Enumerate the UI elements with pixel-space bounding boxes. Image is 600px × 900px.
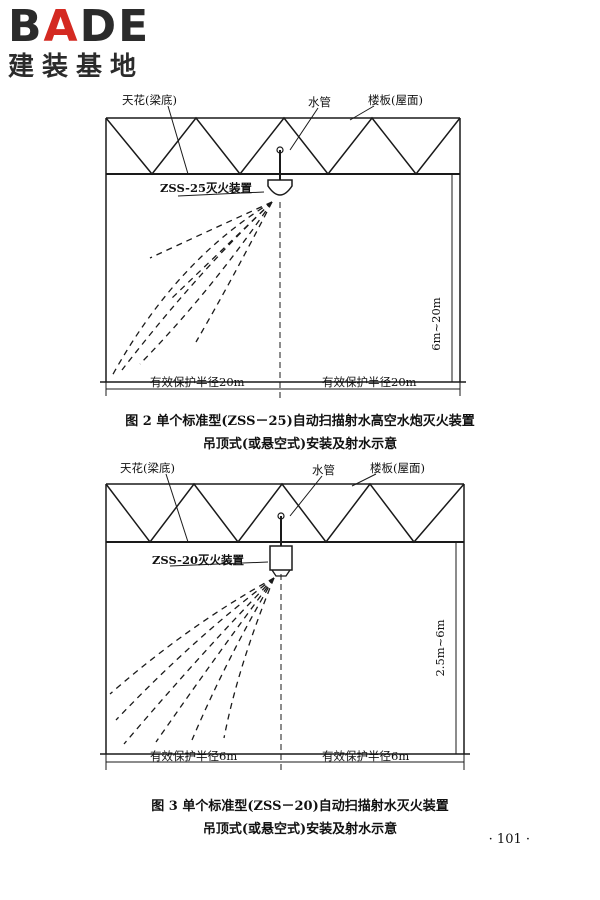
label-ceiling: 天花(梁底) xyxy=(120,461,175,475)
truss-web xyxy=(105,116,461,176)
figure-3-caption-line2: 吊顶式(或悬空式)安装及射水示意 xyxy=(202,822,398,837)
label-pipe: 水管 xyxy=(308,95,331,109)
label-floor-slab: 楼板(屋面) xyxy=(368,93,423,107)
figure-2-caption-line2: 吊顶式(或悬空式)安装及射水示意 xyxy=(202,437,398,452)
figure-2-caption-line1: 图 2 单个标准型(ZSS－25)自动扫描射水高空水炮灭火装置 xyxy=(125,414,475,429)
spray-jets xyxy=(109,577,275,745)
label-radius-right: 有效保护半径20m xyxy=(322,375,417,389)
figure-2-diagram: 天花(梁底) 水管 楼板(屋面) ZSS-25灭火装置 有效保护半径20m 有效… xyxy=(100,93,466,398)
page-number: · 101 · xyxy=(488,832,530,847)
label-device: ZSS-25灭火装置 xyxy=(160,181,252,195)
label-ceiling: 天花(梁底) xyxy=(122,93,177,107)
truss-web xyxy=(105,482,465,544)
zss-20-device xyxy=(269,545,293,571)
bade-logo: BADE 建装基地 xyxy=(8,1,151,83)
figure-3-caption-line1: 图 3 单个标准型(ZSS－20)自动扫描射水灭火装置 xyxy=(151,799,449,814)
label-radius-left: 有效保护半径20m xyxy=(150,375,245,389)
spray-jets xyxy=(111,201,273,377)
logo-red-letter: A xyxy=(43,1,80,52)
label-device: ZSS-20灭火装置 xyxy=(152,553,244,567)
figure-3-diagram: 天花(梁底) 水管 楼板(屋面) ZSS-20灭火装置 有效保护半径6m 有效保… xyxy=(100,461,470,774)
label-floor-slab: 楼板(屋面) xyxy=(370,461,425,475)
label-height: 6m~20m xyxy=(429,297,443,350)
logo-subtitle: 建装基地 xyxy=(8,52,145,82)
label-pipe: 水管 xyxy=(312,463,335,477)
logo-wordmark: BADE xyxy=(8,1,151,52)
label-radius-left: 有效保护半径6m xyxy=(150,749,237,763)
zss-25-device xyxy=(267,179,293,196)
label-radius-right: 有效保护半径6m xyxy=(322,749,409,763)
label-height: 2.5m~6m xyxy=(433,619,447,676)
